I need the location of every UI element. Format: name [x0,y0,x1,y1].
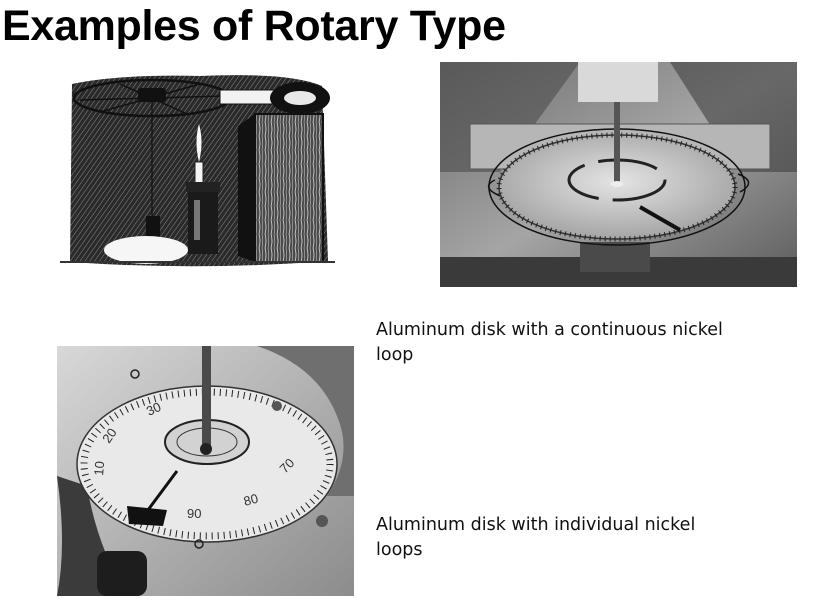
dial-label-80: 80 [242,491,260,509]
engraving-rotary-wheel-image [60,66,335,276]
aluminum-disk-individual-loops-image: 30 20 10 90 80 70 [57,346,354,596]
dial-label-90: 90 [187,506,201,521]
dial-label-10: 10 [91,461,107,477]
caption-continuous-nickel-loop: Aluminum disk with a continuous nickel l… [376,320,723,365]
caption-individual-nickel-loops: Aluminum disk with individual nickel loo… [376,515,696,560]
dial-label-30: 30 [144,399,163,419]
aluminum-disk-continuous-loop-image [440,62,797,287]
slide-title: Examples of Rotary Type [2,2,506,50]
dial-label-20: 20 [99,425,120,445]
